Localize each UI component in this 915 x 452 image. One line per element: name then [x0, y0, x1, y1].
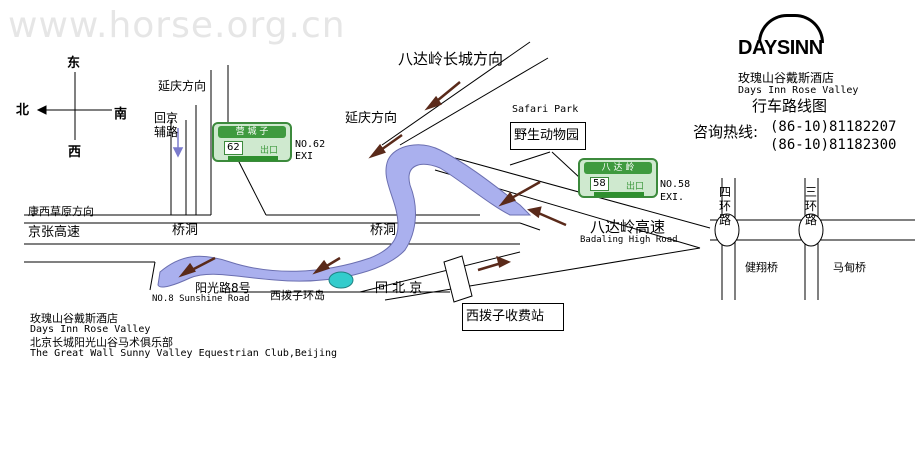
label-yanqing-mid: 延庆方向 [345, 111, 398, 126]
label-hui-beijing: 回 北 京 [375, 281, 423, 296]
label-qiaodong-left: 桥洞 [172, 223, 199, 238]
label-badaling-greatwall: 八达岭长城方向 [398, 50, 504, 68]
footer-line4: The Great Wall Sunny Valley Equestrian C… [30, 348, 338, 359]
roundabout-sanyuan [798, 213, 824, 247]
exit-58-label-exi: EXI. [660, 192, 685, 203]
label-ring3: 三环路 [804, 185, 817, 227]
compass-north: 北 [16, 103, 30, 118]
safari-park-box: 野生动物园 [510, 122, 586, 150]
compass-south: 南 [114, 107, 128, 122]
exit-62-cn: 出口 [260, 146, 279, 156]
fudao-arrow [172, 128, 184, 158]
xibozi-toll-box: 西拨子收费站 [462, 303, 564, 331]
label-ring4: 四环路 [718, 185, 731, 227]
driving-route [157, 144, 532, 288]
label-badaling-expressway-cn: 八达岭高速 [590, 218, 666, 236]
exit-58-cn: 出口 [626, 182, 645, 192]
label-madian: 马甸桥 [833, 261, 866, 274]
label-safari-cn: 野生动物园 [514, 128, 580, 143]
lake [328, 271, 354, 289]
phone-1: (86-10)81182207 [770, 119, 897, 135]
exit-62-bar [228, 156, 278, 161]
exit-62-sign: 营 城 子 62 出口 [212, 122, 292, 162]
label-qiaodong-mid: 桥洞 [370, 223, 397, 238]
exit-62-label-exi: EXI [295, 151, 314, 162]
hotline-label: 咨询热线: [693, 123, 759, 141]
compass-rose [36, 72, 112, 140]
label-jingzhang: 京张高速 [28, 225, 81, 240]
exit-62-top: 营 城 子 [218, 126, 286, 138]
label-yanqing-top: 延庆方向 [158, 79, 207, 93]
label-kangxi: 康西草原方向 [28, 205, 94, 218]
exit-62-label-no: NO.62 [295, 139, 326, 150]
footer-line3: 北京长城阳光山谷马术俱乐部 [30, 336, 173, 349]
label-xibozi-roundabout: 西拨子环岛 [270, 289, 325, 302]
exit-58-number: 58 [590, 177, 609, 191]
label-huijing-fudao: 回京辅路 [153, 111, 178, 139]
label-safari-en: Safari Park [512, 104, 579, 115]
footer-line1: 玫瑰山谷戴斯酒店 [30, 312, 118, 325]
exit-58-sign: 八 达 岭 58 出口 [578, 158, 658, 198]
days-inn-logo: DAYSINN [738, 14, 824, 58]
map-title: 行车路线图 [752, 97, 828, 115]
direction-arrows [178, 81, 567, 278]
roundabout-siyuan [714, 213, 740, 247]
watermark: www.horse.org.cn [8, 5, 346, 46]
exit-58-label-no: NO.58 [660, 179, 691, 190]
exit-58-top: 八 达 岭 [584, 162, 652, 174]
compass-east: 东 [67, 56, 81, 71]
phone-2: (86-10)81182300 [770, 137, 897, 153]
label-xibozi-toll: 西拨子收费站 [466, 309, 545, 324]
hotel-name-en: Days Inn Rose Valley [738, 85, 859, 96]
label-jianxiang: 健翔桥 [745, 261, 778, 274]
label-yangguang-en: NO.8 Sunshine Road [152, 294, 250, 304]
exit-58-bar [594, 192, 644, 197]
hotel-name-cn: 玫瑰山谷戴斯酒店 [738, 71, 835, 85]
compass-west: 西 [68, 145, 82, 160]
footer-line2: Days Inn Rose Valley [30, 324, 151, 335]
label-yangguang-cn: 阳光路8号 [195, 281, 251, 295]
label-badaling-expressway-en: Badaling High Road [580, 235, 678, 245]
exit-62-number: 62 [224, 141, 243, 155]
